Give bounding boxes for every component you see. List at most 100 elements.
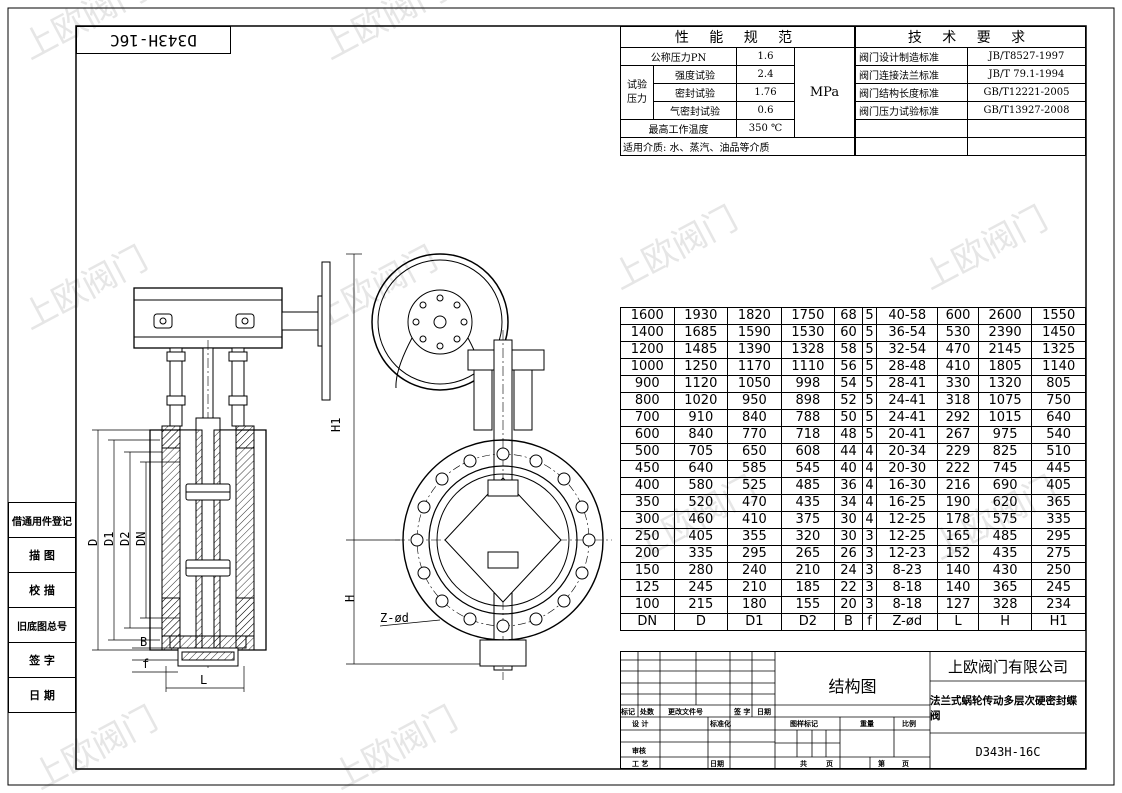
dimension-cell: 100 xyxy=(620,596,675,614)
dimension-cell: 20-30 xyxy=(876,460,939,478)
dimension-cell: 485 xyxy=(977,528,1033,546)
dimension-cell: 910 xyxy=(673,409,729,427)
dimension-cell: 540 xyxy=(1031,426,1086,444)
dimension-cell: 28-48 xyxy=(876,358,939,376)
performance-spec-table: 性 能 规 范 公称压力PN 1.6 MPa 试验 压力 强度试验 2.4 密封… xyxy=(620,26,855,156)
side-section-view xyxy=(92,261,331,692)
tb-stage-mark: 图样标记 xyxy=(790,719,818,728)
dimension-cell: 405 xyxy=(673,528,729,546)
dimension-cell: 20-41 xyxy=(876,426,939,444)
dimension-cell: 24-41 xyxy=(876,409,939,427)
dimension-cell: 2600 xyxy=(977,307,1033,325)
tb-sheet2: 页 xyxy=(902,759,909,768)
dimension-cell: 1075 xyxy=(977,392,1033,410)
company-name: 上欧阀门有限公司 xyxy=(947,658,1068,676)
dimension-cell: 1390 xyxy=(727,341,782,359)
dimension-header-cell: H xyxy=(977,613,1033,631)
dimension-cell: 234 xyxy=(1031,596,1086,614)
dimension-cell: 12-25 xyxy=(876,511,939,529)
dimension-header-cell: B xyxy=(834,613,863,631)
tech-label: 阀门设计制造标准 xyxy=(855,47,968,66)
dimension-cell: 1120 xyxy=(673,375,729,393)
dimension-cell: 180 xyxy=(727,596,782,614)
dimension-cell: 350 xyxy=(620,494,675,512)
dimension-cell: 1750 xyxy=(780,307,836,325)
dimension-cell: 770 xyxy=(727,426,782,444)
dimension-cell: 210 xyxy=(780,562,836,580)
dimension-cell: 900 xyxy=(620,375,675,393)
dimension-cell: 690 xyxy=(977,477,1033,495)
dimension-cell: 410 xyxy=(937,358,979,376)
tech-label: 阀门结构长度标准 xyxy=(855,83,968,102)
dimension-cell: 54 xyxy=(834,375,863,393)
dimension-cell: 2390 xyxy=(977,324,1033,342)
tb-weight: 重量 xyxy=(860,719,874,728)
dimension-cell: 1930 xyxy=(673,307,729,325)
dimension-cell: 178 xyxy=(937,511,979,529)
watermark-text: 上欧阀门 xyxy=(315,0,454,68)
dimension-cell: 4 xyxy=(861,494,878,512)
dimension-cell: 240 xyxy=(727,562,782,580)
dimension-cell: 5 xyxy=(861,307,878,325)
tb-review: 审核 xyxy=(632,746,646,755)
dimension-cell: 400 xyxy=(620,477,675,495)
dimension-cell: 44 xyxy=(834,443,863,461)
dimension-cell: 4 xyxy=(861,511,878,529)
dimension-cell: 24-41 xyxy=(876,392,939,410)
side-cell: 旧底图总号 xyxy=(8,607,76,643)
dimension-cell: 280 xyxy=(673,562,729,580)
dimension-cell: 5 xyxy=(861,358,878,376)
dimension-cell: 1050 xyxy=(727,375,782,393)
dimension-cell: 1530 xyxy=(780,324,836,342)
dimension-cell: 1325 xyxy=(1031,341,1086,359)
dimension-cell: 898 xyxy=(780,392,836,410)
dimension-cell: 4 xyxy=(861,443,878,461)
dimension-cell: 295 xyxy=(1031,528,1086,546)
dimension-cell: 718 xyxy=(780,426,836,444)
dimension-cell: 185 xyxy=(780,579,836,597)
dimension-cell: 330 xyxy=(937,375,979,393)
tb-design: 设 计 xyxy=(632,719,649,728)
dimension-header-cell: D2 xyxy=(780,613,836,631)
watermark-text: 上欧阀门 xyxy=(915,199,1054,298)
watermark-text: 上欧阀门 xyxy=(325,699,464,793)
dimension-cell: 575 xyxy=(977,511,1033,529)
dimension-cell: 600 xyxy=(937,307,979,325)
dimension-header-cell: L xyxy=(937,613,979,631)
dimension-cell: 435 xyxy=(780,494,836,512)
dimension-cell: 267 xyxy=(937,426,979,444)
dimension-header-cell: H1 xyxy=(1031,613,1086,631)
dimension-cell: 1170 xyxy=(727,358,782,376)
dimension-cell: 20 xyxy=(834,596,863,614)
dimension-cell: 1140 xyxy=(1031,358,1086,376)
front-view xyxy=(346,253,612,680)
dimension-cell: 2145 xyxy=(977,341,1033,359)
dimension-cell: 30 xyxy=(834,511,863,529)
dimension-cell: 210 xyxy=(727,579,782,597)
dimension-cell: 1020 xyxy=(673,392,729,410)
dimension-cell: 950 xyxy=(727,392,782,410)
tb-change-doc: 更改文件号 xyxy=(668,707,703,716)
dimension-cell: 520 xyxy=(673,494,729,512)
dimension-cell: 127 xyxy=(937,596,979,614)
drawing-title: 结构图 xyxy=(828,677,877,696)
dimension-cell: 12-23 xyxy=(876,545,939,563)
dimension-cell: 200 xyxy=(620,545,675,563)
tb-mark: 标记 xyxy=(621,707,635,716)
dimension-cell: 750 xyxy=(1031,392,1086,410)
dimension-cell: 1000 xyxy=(620,358,675,376)
dimension-cell: 292 xyxy=(937,409,979,427)
label-L: L xyxy=(200,673,207,687)
dimension-labels: D D1 D2 DN H H1 B f L Z-ød xyxy=(86,418,409,687)
dimension-cell: 1015 xyxy=(977,409,1033,427)
tb-date: 日期 xyxy=(757,707,771,716)
dimension-cell: 222 xyxy=(937,460,979,478)
dimension-cell: 152 xyxy=(937,545,979,563)
